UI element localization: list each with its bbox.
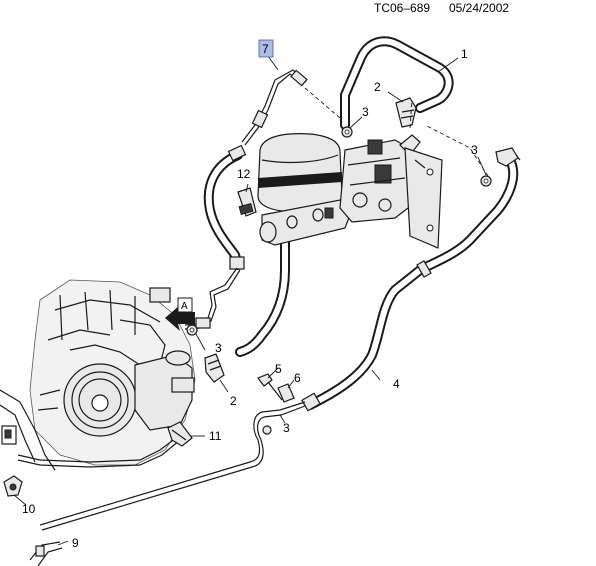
callout-7-highlight [258, 39, 274, 58]
callout-7: 7 [262, 42, 269, 56]
pressure-hose [235, 230, 290, 357]
callout-2-top: 2 [374, 80, 381, 94]
master-cylinder [259, 199, 351, 246]
callouts: 1 2 3 3 7 12 3 2 5 6 3 4 11 10 9 [22, 39, 478, 550]
supply-hose [203, 144, 247, 270]
power-steering-pump [134, 350, 195, 431]
callout-3-top: 3 [362, 105, 369, 119]
callout-10: 10 [22, 502, 36, 516]
diagram-date: 05/24/2002 [449, 1, 509, 15]
callout-2-lower: 2 [230, 394, 237, 408]
fitting-2-lower [204, 353, 225, 383]
view-a-label: A [181, 301, 188, 312]
fitting-right-end [495, 147, 519, 167]
view-a-indicator: A [165, 297, 195, 331]
diagram-code: TC06–689 [374, 1, 430, 15]
hose-1 [340, 36, 454, 130]
callout-3-left: 3 [215, 341, 222, 355]
callout-1: 1 [461, 47, 468, 61]
washer-3-top [341, 126, 353, 138]
cooler-line [17, 434, 181, 468]
leader-lines [13, 55, 489, 546]
bolt-5 [257, 373, 283, 401]
fitting-11 [167, 421, 193, 447]
bracket-plate [404, 147, 443, 249]
part-9 [29, 541, 63, 566]
u-pipe [39, 401, 306, 531]
callout-5: 5 [275, 362, 282, 376]
callout-12: 12 [237, 167, 251, 181]
pipe-7 [241, 69, 308, 146]
callout-6: 6 [294, 371, 301, 385]
washer-3-right [480, 175, 492, 187]
fitting-6 [277, 383, 295, 403]
fitting-2-top [395, 97, 417, 128]
pulley [63, 363, 137, 437]
washer-3-left [186, 324, 198, 336]
hydro-boost [339, 134, 421, 223]
callout-3-lower: 3 [283, 421, 290, 435]
callout-11: 11 [209, 429, 222, 443]
reservoir [257, 133, 343, 213]
callout-4: 4 [393, 377, 400, 391]
callout-3-right: 3 [471, 143, 478, 157]
lower-pipe [184, 267, 241, 330]
callout-9: 9 [72, 536, 79, 550]
sensor-12 [237, 187, 257, 217]
part-10 [3, 475, 23, 497]
